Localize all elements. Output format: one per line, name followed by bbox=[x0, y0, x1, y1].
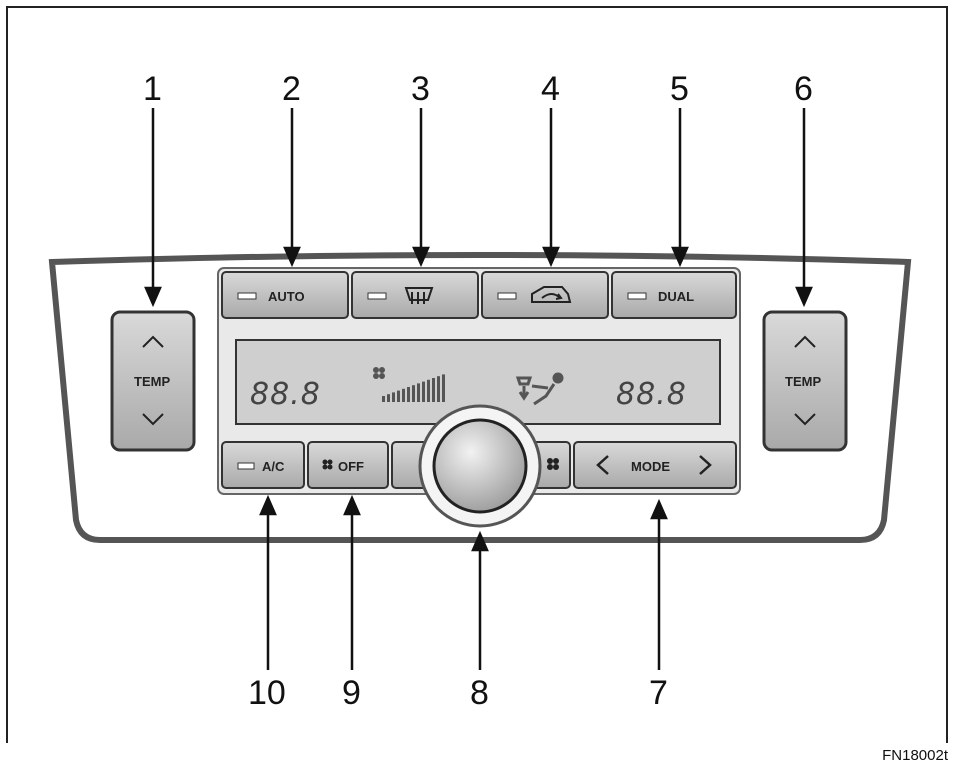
fan-speed-bar bbox=[432, 378, 435, 402]
figure-code: FN18002t bbox=[882, 747, 948, 764]
fan-speed-bar bbox=[402, 388, 405, 402]
callout-4: 4 bbox=[541, 70, 560, 108]
temp-right-button[interactable]: TEMP bbox=[762, 310, 848, 452]
fan-speed-bar bbox=[392, 392, 395, 402]
chevron-up-icon bbox=[142, 335, 164, 348]
defroster-button[interactable] bbox=[351, 271, 479, 319]
fan-speed-bar bbox=[442, 374, 445, 402]
fan-icon bbox=[547, 458, 559, 470]
chevron-down-icon bbox=[142, 413, 164, 426]
recirculation-button[interactable] bbox=[481, 271, 609, 319]
fan-speed-bar bbox=[387, 394, 390, 402]
defroster-indicator bbox=[367, 292, 387, 300]
temp-right-label: TEMP bbox=[785, 374, 821, 389]
temp-left-label: TEMP bbox=[134, 374, 170, 389]
fan-icon bbox=[322, 459, 333, 470]
fan-speed-bar bbox=[397, 390, 400, 402]
fan-off-button[interactable]: OFF bbox=[307, 441, 389, 489]
auto-button[interactable]: AUTO bbox=[221, 271, 349, 319]
temp-left-button[interactable]: TEMP bbox=[110, 310, 196, 452]
auto-label: AUTO bbox=[268, 289, 305, 304]
callout-9: 9 bbox=[342, 674, 361, 712]
fan-speed-bar bbox=[427, 379, 430, 402]
recirculation-icon bbox=[531, 286, 572, 303]
dual-indicator bbox=[627, 292, 647, 300]
callout-3: 3 bbox=[411, 70, 430, 108]
fan-icon bbox=[373, 367, 385, 379]
ac-label: A/C bbox=[262, 459, 285, 474]
callout-10: 10 bbox=[248, 674, 286, 712]
fan-speed-bar bbox=[437, 376, 440, 402]
dual-label: DUAL bbox=[658, 289, 694, 304]
dual-button[interactable]: DUAL bbox=[611, 271, 737, 319]
fan-speed-bar bbox=[382, 396, 385, 402]
defroster-icon bbox=[404, 287, 434, 304]
airflow-mode-icon bbox=[515, 372, 564, 406]
chevron-down-icon bbox=[794, 413, 816, 426]
fan-speed-bar bbox=[422, 381, 425, 402]
fan-speed-bars bbox=[382, 374, 445, 402]
callout-5: 5 bbox=[670, 70, 689, 108]
fan-speed-bar bbox=[417, 383, 420, 402]
callout-leaders bbox=[144, 108, 813, 670]
fan-speed-bar bbox=[412, 385, 415, 402]
ac-button[interactable]: A/C bbox=[221, 441, 305, 489]
chevron-left-icon bbox=[596, 455, 609, 475]
mode-label: MODE bbox=[631, 459, 670, 474]
mode-button[interactable]: MODE bbox=[573, 441, 737, 489]
right-temp-readout: 88.8 bbox=[616, 377, 687, 412]
figure-frame bbox=[6, 6, 948, 743]
fan-speed-knob[interactable] bbox=[418, 404, 542, 528]
callout-numbers: 1 2 3 4 5 6 7 8 9 10 bbox=[143, 70, 813, 712]
recirculation-indicator bbox=[497, 292, 517, 300]
left-temp-readout: 88.8 bbox=[250, 377, 321, 412]
callout-6: 6 bbox=[794, 70, 813, 108]
callout-7: 7 bbox=[649, 674, 668, 712]
fan-speed-bar bbox=[407, 387, 410, 402]
callout-8: 8 bbox=[470, 674, 489, 712]
callout-2: 2 bbox=[282, 70, 301, 108]
chevron-right-icon bbox=[699, 455, 712, 475]
fan-off-label: OFF bbox=[338, 459, 364, 474]
ac-indicator bbox=[237, 462, 255, 470]
auto-indicator bbox=[237, 292, 257, 300]
chevron-up-icon bbox=[794, 335, 816, 348]
callout-1: 1 bbox=[143, 70, 162, 108]
